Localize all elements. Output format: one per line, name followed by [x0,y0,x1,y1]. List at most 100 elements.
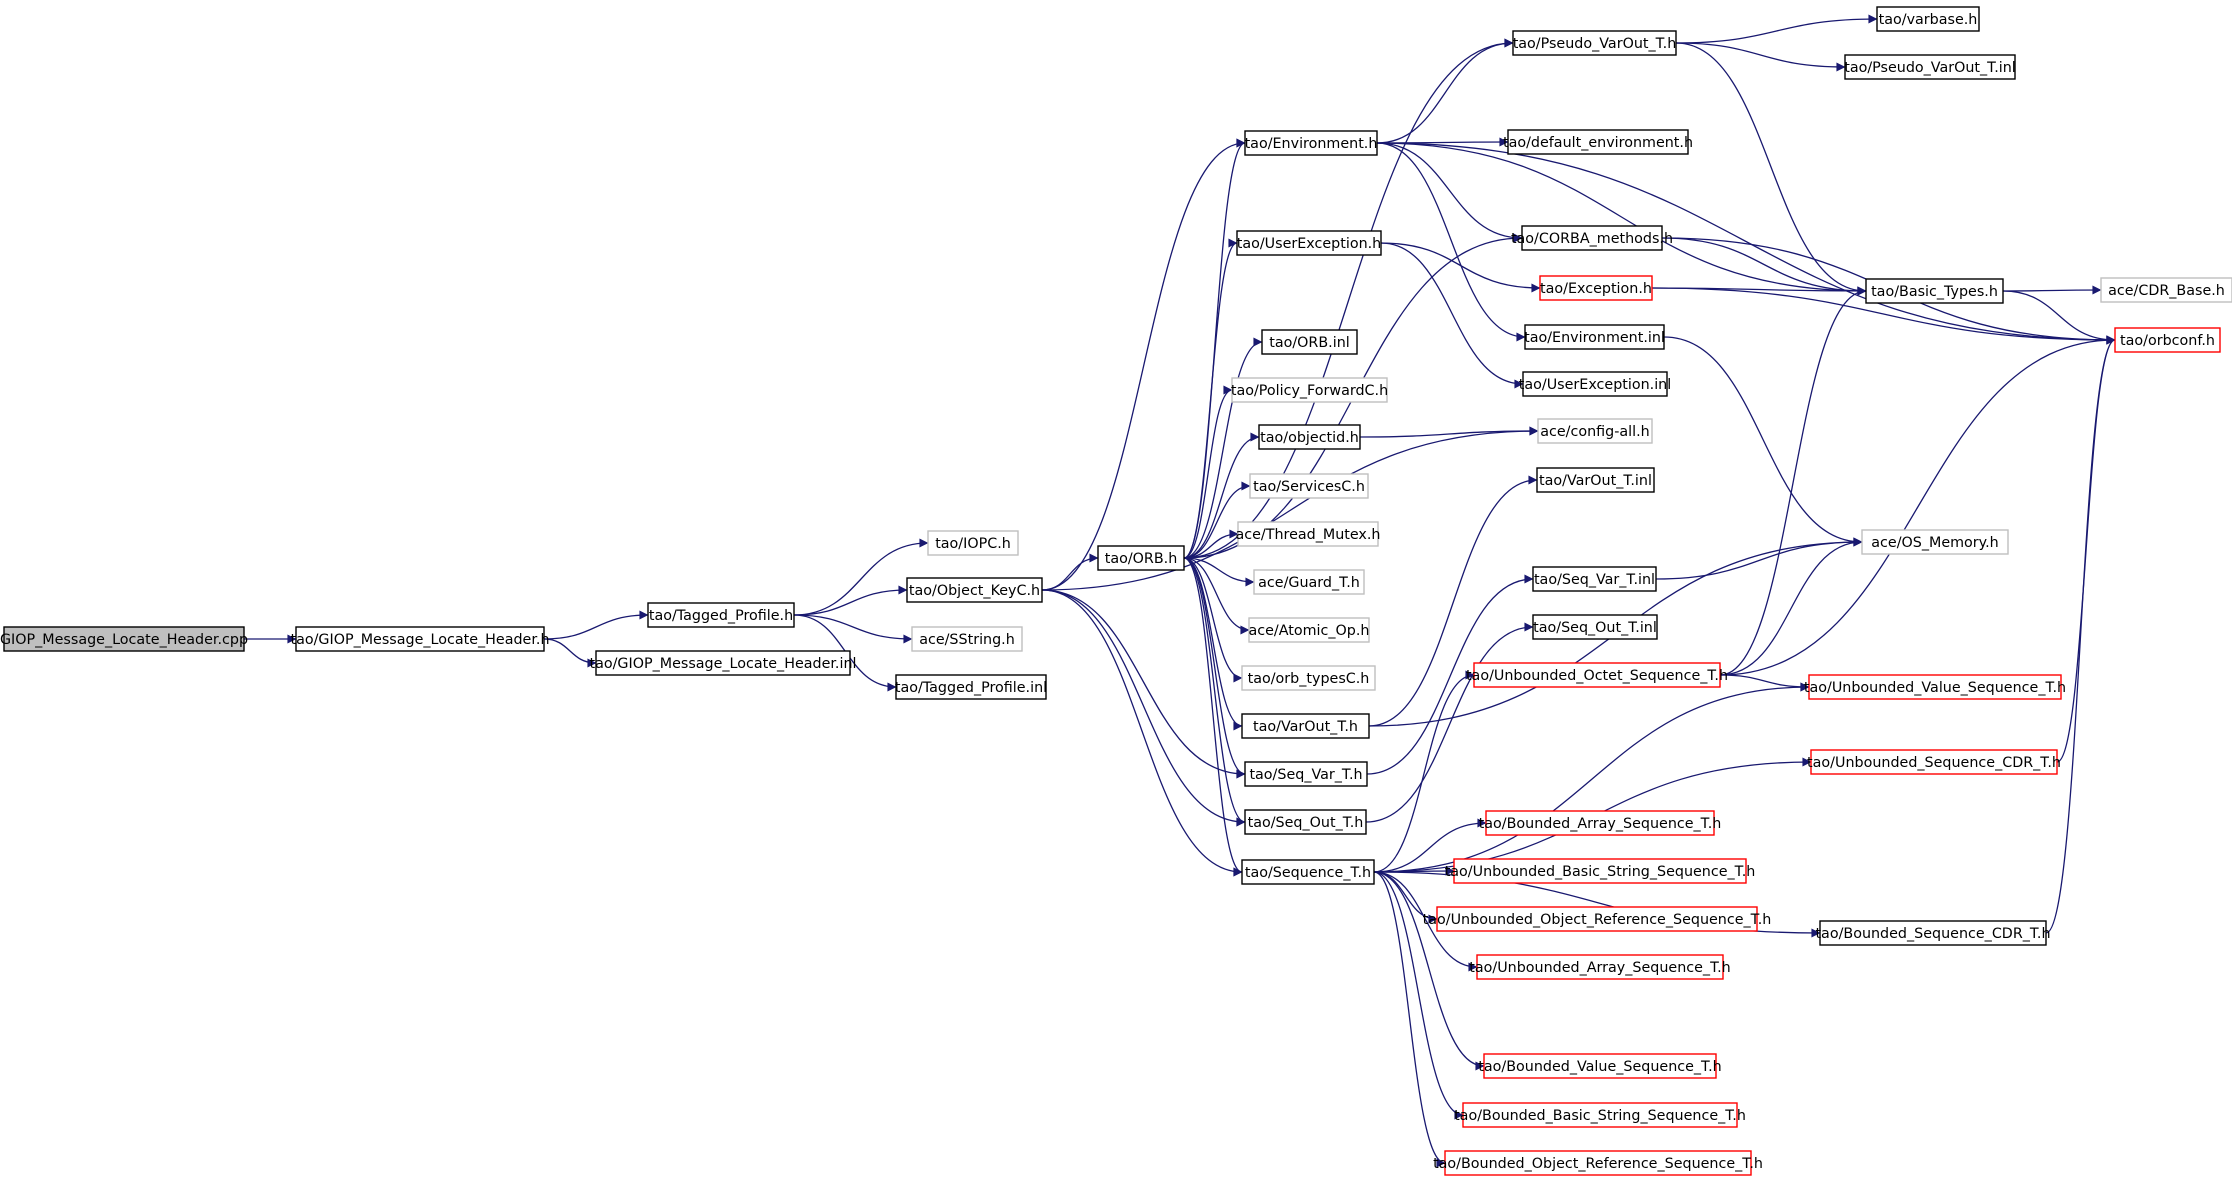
node-osmemory[interactable]: ace/OS_Memory.h [1861,529,2009,555]
node-objkey[interactable]: tao/Object_KeyC.h [906,577,1043,603]
node-userexc-h[interactable]: tao/UserException.h [1236,230,1382,256]
node-box [895,674,1047,700]
node-label: tao/Unbounded_Object_Reference_Sequence_… [1423,912,1772,928]
node-servicesc[interactable]: tao/ServicesC.h [1249,473,1369,499]
node-label: ace/config-all.h [1540,424,1649,440]
node-giop-inl[interactable]: tao/GIOP_Message_Locate_Header.inl [590,650,857,676]
edge-userexc_h-to-userexc_inl [1380,242,1524,389]
edge-pseudo_h-to-varbase [1675,14,1878,44]
node-iopc[interactable]: tao/IOPC.h [927,530,1019,556]
edge-tagged_h-to-sstring [793,614,913,644]
node-label: tao/Unbounded_Value_Sequence_T.h [1804,680,2066,696]
node-box [1261,329,1358,355]
edge-tagged_h-to-iopc [793,538,929,616]
node-label: tao/default_environment.h [1503,135,1693,151]
node-box [1462,1102,1738,1128]
node-configall[interactable]: ace/config-all.h [1537,418,1653,444]
edge-pseudo_h-to-basictypes [1675,42,1867,296]
node-box [1476,954,1724,980]
node-label: ace/SString.h [919,632,1015,648]
node-box [1537,418,1653,444]
node-pseudo-inl[interactable]: tao/Pseudo_VarOut_T.inl [1844,54,2016,80]
node-box [1536,467,1655,493]
node-seqvar-h[interactable]: tao/Seq_Var_T.h [1244,761,1368,787]
edge-env_inl-to-osmemory [1663,336,1863,547]
node-seqout-h[interactable]: tao/Seq_Out_T.h [1244,809,1367,835]
edge-giop_h-to-tagged_h [543,610,649,640]
edge-basictypes-to-cdrbase [2002,285,2102,295]
node-giop-h[interactable]: tao/GIOP_Message_Locate_Header.h [290,626,550,652]
node-barray[interactable]: tao/Bounded_Array_Sequence_T.h [1479,810,1722,836]
edge-objkey-to-seq_h [1041,589,1243,877]
node-env-inl[interactable]: tao/Environment.inl [1524,324,1665,350]
node-box [595,650,851,676]
edge-objkey-to-env_h [1041,138,1246,591]
node-uarray[interactable]: tao/Unbounded_Array_Sequence_T.h [1469,954,1731,980]
node-threadmutex[interactable]: ace/Thread_Mutex.h [1236,521,1381,547]
node-box [1241,859,1375,885]
node-box [1244,761,1368,787]
node-bobjref[interactable]: tao/Bounded_Object_Reference_Sequence_T.… [1433,1150,1763,1176]
node-uobjref[interactable]: tao/Unbounded_Object_Reference_Sequence_… [1423,906,1772,932]
node-box [2100,277,2232,303]
node-box [1507,129,1689,155]
node-label: tao/ORB.inl [1269,335,1349,351]
edge-seq_h-to-bvalue [1373,871,1485,1071]
node-box [1512,30,1677,56]
node-seqout-inl[interactable]: tao/Seq_Out_T.inl [1532,614,1658,640]
node-label: ace/Atomic_Op.h [1249,623,1370,639]
node-ubasicstr[interactable]: tao/Unbounded_Basic_String_Sequence_T.h [1445,858,1756,884]
node-box [1249,473,1369,499]
edge-seq_h-to-barray [1373,818,1487,873]
node-label: tao/Unbounded_Octet_Sequence_T.h [1466,668,1728,684]
node-label: tao/objectid.h [1260,430,1359,446]
node-defenv[interactable]: tao/default_environment.h [1503,129,1693,155]
node-box [1861,529,2009,555]
node-sstring[interactable]: ace/SString.h [911,626,1023,652]
node-tagged-inl[interactable]: tao/Tagged_Profile.inl [895,674,1047,700]
edge-orb_h-to-orbtypes [1183,557,1243,683]
node-objectid[interactable]: tao/objectid.h [1258,424,1361,450]
node-label: tao/Environment.h [1245,136,1378,152]
node-box [1810,749,2058,775]
node-orb-h[interactable]: tao/ORB.h [1097,545,1185,571]
node-varout-inl[interactable]: tao/VarOut_T.inl [1536,467,1655,493]
node-useqcdr[interactable]: tao/Unbounded_Sequence_CDR_T.h [1807,749,2061,775]
node-box [1819,920,2047,946]
node-box [1473,662,1721,688]
node-corba[interactable]: tao/CORBA_methods.h [1511,225,1673,251]
node-exception[interactable]: tao/Exception.h [1539,275,1653,301]
node-seq-h[interactable]: tao/Sequence_T.h [1241,859,1375,885]
node-box [1521,225,1663,251]
node-bvalue[interactable]: tao/Bounded_Value_Sequence_T.h [1478,1053,1722,1079]
node-varout-h[interactable]: tao/VarOut_T.h [1241,713,1370,739]
node-env-h[interactable]: tao/Environment.h [1244,130,1378,156]
node-guard[interactable]: ace/Guard_T.h [1253,569,1365,595]
node-orb-inl[interactable]: tao/ORB.inl [1261,329,1358,355]
node-label: tao/Unbounded_Sequence_CDR_T.h [1807,755,2061,771]
edge-uoctet-to-uvalue [1719,674,1810,692]
node-userexc-inl[interactable]: tao/UserException.inl [1519,371,1671,397]
node-tagged-h[interactable]: tao/Tagged_Profile.h [647,602,795,628]
node-box [647,602,795,628]
node-label: tao/Seq_Out_T.h [1248,815,1364,831]
node-uvalue[interactable]: tao/Unbounded_Value_Sequence_T.h [1804,674,2066,700]
node-atomic[interactable]: ace/Atomic_Op.h [1248,617,1370,643]
node-bseqcdr[interactable]: tao/Bounded_Sequence_CDR_T.h [1815,920,2051,946]
node-policyfwd[interactable]: tao/Policy_ForwardC.h [1231,377,1388,403]
node-uoctet[interactable]: tao/Unbounded_Octet_Sequence_T.h [1466,662,1728,688]
edge-corba-to-basictypes [1661,237,1867,296]
node-varbase[interactable]: tao/varbase.h [1876,6,1980,32]
node-root[interactable]: GIOP_Message_Locate_Header.cpp [0,626,248,652]
node-orbconf[interactable]: tao/orbconf.h [2114,327,2221,353]
edge-objkey-to-seqout_h [1041,589,1246,827]
node-cdrbase[interactable]: ace/CDR_Base.h [2100,277,2232,303]
node-box [906,577,1043,603]
node-seqvar-inl[interactable]: tao/Seq_Var_T.inl [1532,566,1657,592]
node-bbasicstr[interactable]: tao/Bounded_Basic_String_Sequence_T.h [1454,1102,1746,1128]
edge-uoctet-to-osmemory [1719,537,1863,676]
node-pseudo-h[interactable]: tao/Pseudo_VarOut_T.h [1512,30,1677,56]
node-orbtypes[interactable]: tao/orb_typesC.h [1241,665,1376,691]
node-basictypes[interactable]: tao/Basic_Types.h [1865,278,2004,304]
node-box [1522,371,1668,397]
